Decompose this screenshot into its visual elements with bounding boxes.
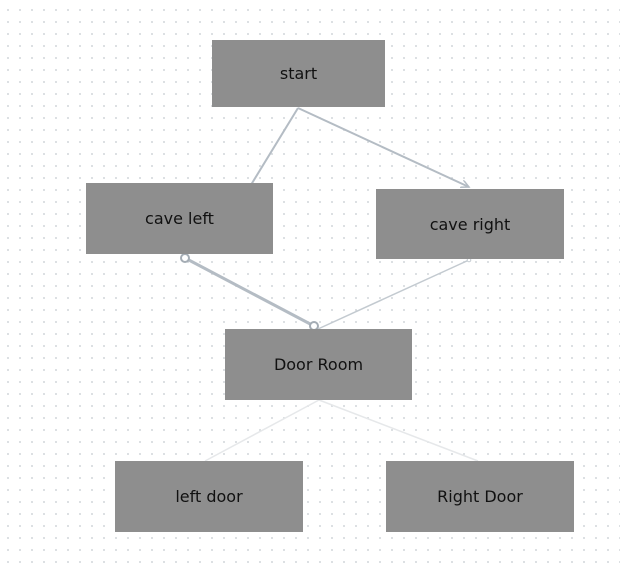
connector-handle-start[interactable] xyxy=(180,253,190,263)
node-start-label: start xyxy=(279,64,318,83)
node-cave-left[interactable]: cave left xyxy=(86,183,273,254)
connector-start-to-cave-right[interactable] xyxy=(297,107,469,187)
connector-cave-right-to-door-room[interactable] xyxy=(317,259,470,330)
connector-door-room-to-left-door[interactable] xyxy=(204,399,320,462)
connector-start-to-cave-left[interactable] xyxy=(246,107,299,193)
node-right-door[interactable]: Right Door xyxy=(386,461,574,532)
connector-cave-left-to-door-room[interactable] xyxy=(184,256,315,328)
node-cave-right[interactable]: cave right xyxy=(376,189,564,259)
node-right-door-label: Right Door xyxy=(437,487,523,506)
node-cave-left-label: cave left xyxy=(145,209,214,228)
node-cave-right-label: cave right xyxy=(429,214,511,234)
node-start[interactable]: start xyxy=(212,40,385,107)
connector-door-room-to-right-door[interactable] xyxy=(318,399,479,462)
node-door-room-label: Door Room xyxy=(273,355,364,374)
node-left-door[interactable]: left door xyxy=(115,461,303,532)
node-door-room[interactable]: Door Room xyxy=(225,329,412,400)
node-left-door-label: left door xyxy=(175,487,243,506)
